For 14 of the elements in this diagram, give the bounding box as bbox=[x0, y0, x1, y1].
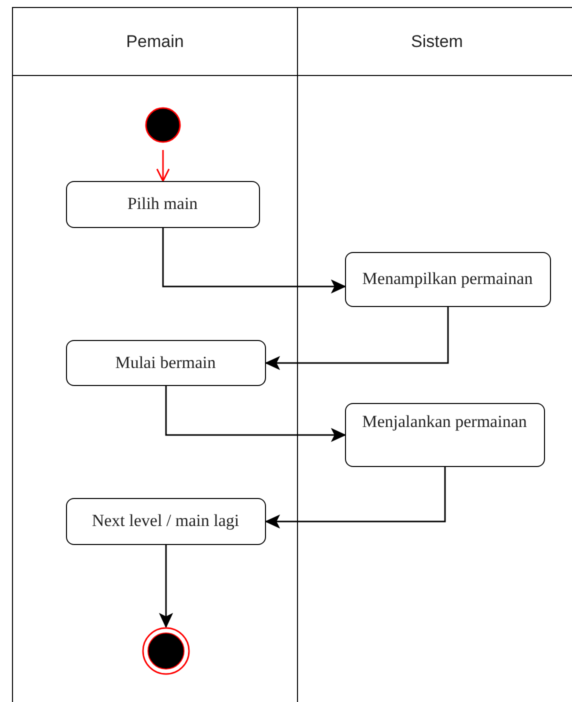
activity-box: Menjalankan permainan bbox=[344, 402, 544, 466]
swimlane bbox=[12, 7, 298, 702]
activity-box: Mulai bermain bbox=[66, 340, 266, 386]
arrow bbox=[266, 467, 446, 528]
lane-header: Sistem bbox=[298, 8, 572, 76]
activity-box: Next level / main lagi bbox=[66, 498, 266, 544]
arrow bbox=[162, 228, 346, 293]
arrow bbox=[156, 150, 170, 182]
arrow bbox=[160, 545, 172, 628]
arrow bbox=[165, 386, 346, 442]
lane-header: Pemain bbox=[13, 8, 297, 76]
arrow bbox=[266, 307, 449, 370]
activity-box: Pilih main bbox=[66, 180, 260, 228]
activity-box: Menampilkan permainan bbox=[344, 252, 550, 306]
